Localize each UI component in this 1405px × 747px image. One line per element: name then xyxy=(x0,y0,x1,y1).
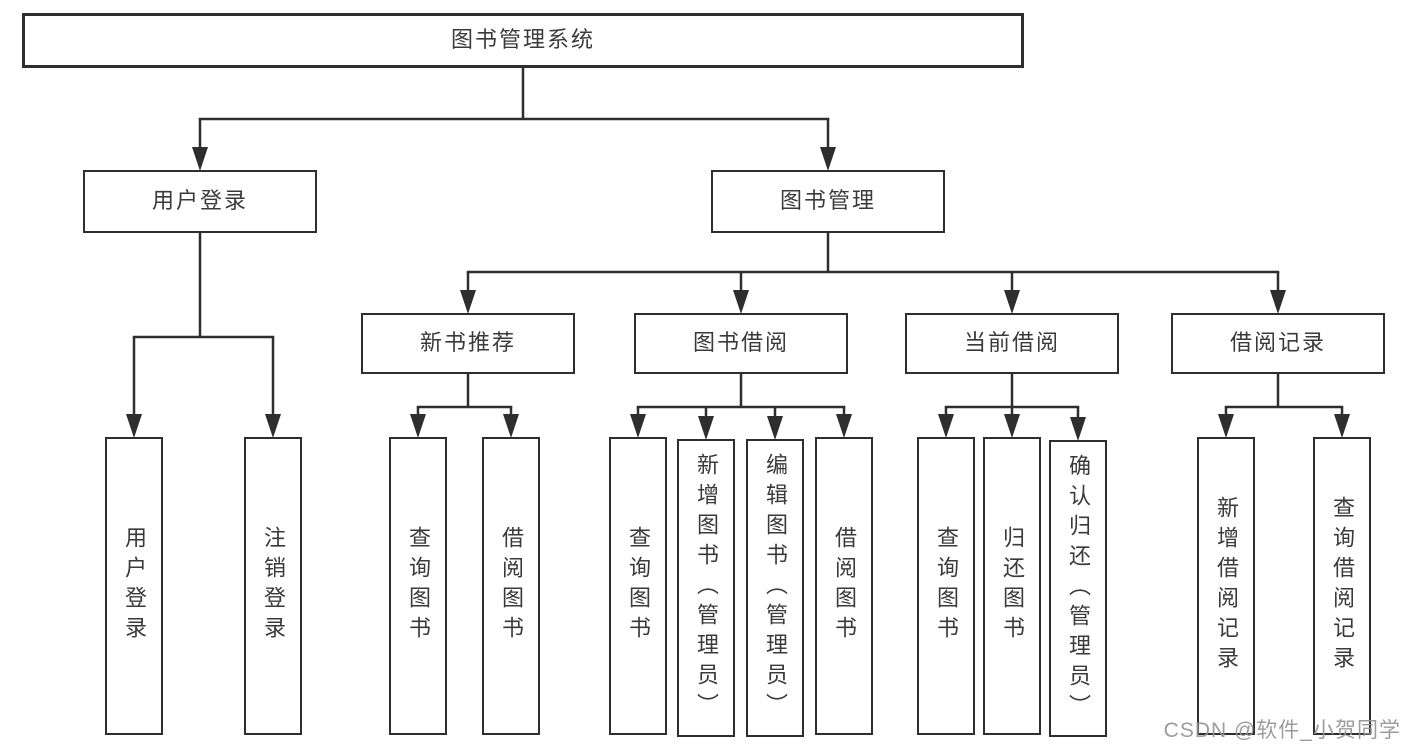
arrowhead-icon xyxy=(1070,417,1086,441)
arrowhead-icon xyxy=(733,290,749,314)
edges-from-book-borrow xyxy=(630,372,852,440)
edges-from-borrow-record xyxy=(1218,372,1350,438)
node-label-nbr-borrow-book: 借阅图书 xyxy=(499,526,524,646)
node-label-br-query-record: 查询借阅记录 xyxy=(1330,496,1355,676)
node-cb-query-book: 查询图书 xyxy=(917,437,975,735)
arrowhead-icon xyxy=(1004,414,1020,438)
edges-from-new-book-recommend xyxy=(410,372,519,438)
arrowhead-icon xyxy=(1334,414,1350,438)
node-borrow-record: 借阅记录 xyxy=(1171,313,1385,374)
edges-from-user-login xyxy=(126,231,281,438)
node-label-bb-borrow-book: 借阅图书 xyxy=(832,526,857,646)
node-current-borrow: 当前借阅 xyxy=(905,313,1119,374)
node-root: 图书管理系统 xyxy=(22,13,1024,68)
node-logout: 注销登录 xyxy=(244,437,302,735)
node-br-add-record: 新增借阅记录 xyxy=(1197,437,1255,735)
node-label-nbr-query-book: 查询图书 xyxy=(406,526,431,646)
arrowhead-icon xyxy=(820,147,836,171)
arrowhead-icon xyxy=(192,147,208,171)
node-bb-query-book: 查询图书 xyxy=(609,437,667,735)
node-label-user-login: 用户登录 xyxy=(151,188,248,214)
node-label-br-add-record: 新增借阅记录 xyxy=(1214,496,1239,676)
arrowhead-icon xyxy=(767,416,783,440)
arrowhead-icon xyxy=(1218,414,1234,438)
arrowhead-icon xyxy=(460,290,476,314)
arrowhead-icon xyxy=(503,414,519,438)
node-label-current-borrow: 当前借阅 xyxy=(963,330,1060,356)
edges-from-current-borrow xyxy=(938,372,1086,441)
node-cb-confirm-return: 确认归还（管理员） xyxy=(1049,440,1107,737)
node-label-bb-edit-book: 编辑图书（管理员） xyxy=(763,453,788,723)
node-label-book-manage: 图书管理 xyxy=(779,188,876,214)
edges-from-root xyxy=(192,66,836,171)
node-label-new-book-recommend: 新书推荐 xyxy=(419,330,516,356)
node-book-borrow: 图书借阅 xyxy=(634,313,848,374)
node-bb-borrow-book: 借阅图书 xyxy=(815,437,873,735)
node-bb-add-book: 新增图书（管理员） xyxy=(677,439,735,737)
node-br-query-record: 查询借阅记录 xyxy=(1313,437,1371,735)
node-user-login: 用户登录 xyxy=(83,170,317,233)
node-label-root: 图书管理系统 xyxy=(450,27,595,53)
node-login: 用户登录 xyxy=(105,437,163,735)
node-label-cb-confirm-return: 确认归还（管理员） xyxy=(1066,453,1091,724)
node-label-cb-query-book: 查询图书 xyxy=(934,526,959,646)
edges-from-book-manage xyxy=(460,231,1286,314)
node-new-book-recommend: 新书推荐 xyxy=(361,313,575,374)
arrowhead-icon xyxy=(126,414,142,438)
arrowhead-icon xyxy=(265,414,281,438)
node-bb-edit-book: 编辑图书（管理员） xyxy=(746,439,804,737)
arrowhead-icon xyxy=(1004,290,1020,314)
arrowhead-icon xyxy=(630,414,646,438)
node-label-logout: 注销登录 xyxy=(261,526,286,646)
node-label-borrow-record: 借阅记录 xyxy=(1229,330,1326,356)
node-nbr-borrow-book: 借阅图书 xyxy=(482,437,540,735)
node-label-bb-add-book: 新增图书（管理员） xyxy=(694,453,719,723)
node-label-bb-query-book: 查询图书 xyxy=(626,526,651,646)
arrowhead-icon xyxy=(698,416,714,440)
arrowhead-icon xyxy=(836,414,852,438)
watermark-text: CSDN @软件_小贺同学 xyxy=(1163,719,1401,742)
node-cb-return-book: 归还图书 xyxy=(983,437,1041,735)
node-label-cb-return-book: 归还图书 xyxy=(1000,526,1025,646)
node-nbr-query-book: 查询图书 xyxy=(389,437,447,735)
node-label-book-borrow: 图书借阅 xyxy=(692,330,789,356)
arrowhead-icon xyxy=(410,414,426,438)
node-label-login: 用户登录 xyxy=(122,526,147,646)
node-book-manage: 图书管理 xyxy=(711,170,945,233)
arrowhead-icon xyxy=(938,414,954,438)
arrowhead-icon xyxy=(1270,290,1286,314)
